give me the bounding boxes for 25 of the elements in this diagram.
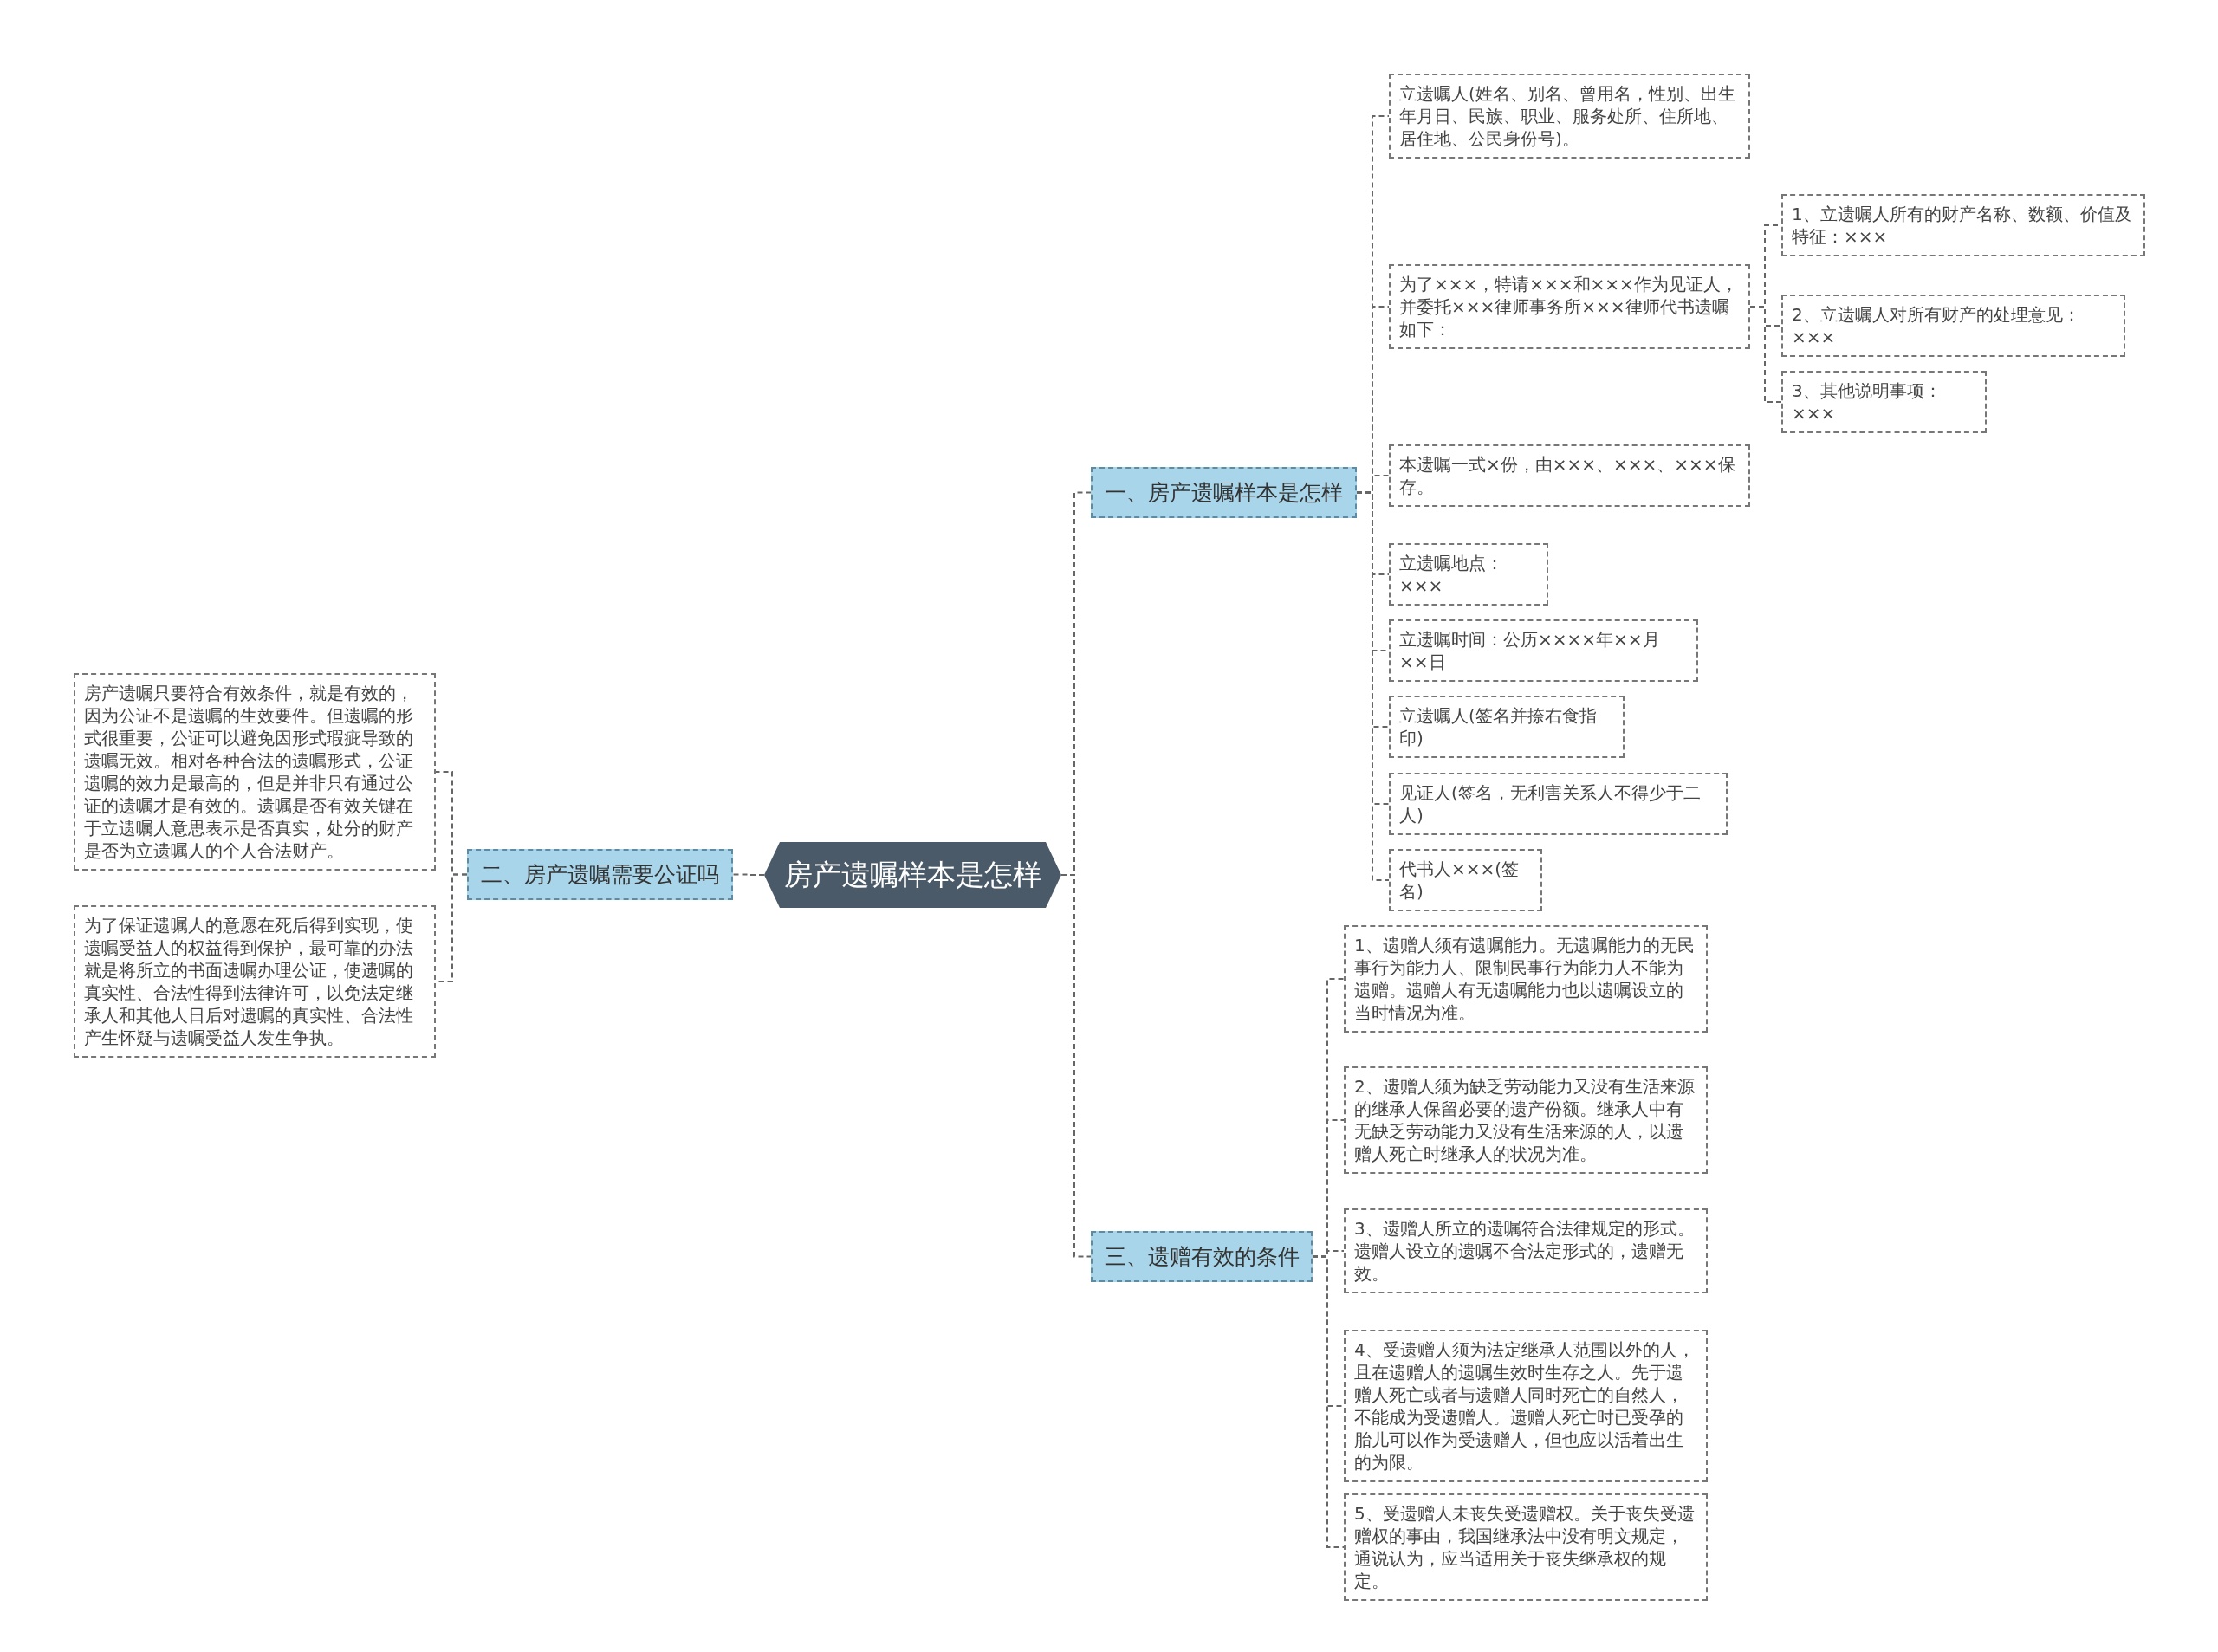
note-box: 立遗嘱人(姓名、别名、曾用名，性别、出生年月日、民族、职业、服务处所、住所地、居住地、公民身份号)。 [1389,74,1750,159]
branch-box: 二、房产遗嘱需要公证吗 [467,849,733,900]
note-box: 为了×××，特请×××和×××作为见证人，并委托×××律师事务所×××律师代书遗嘱如下： [1389,264,1750,349]
note-box: 4、受遗赠人须为法定继承人范围以外的人，且在遗赠人的遗嘱生效时生存之人。先于遗赠人死亡或者与遗赠人同时死亡的自然人，不能成为受遗赠人。遗赠人死亡时已受孕的胎儿可以作为受遗赠人，但也应以活着出生的为限。 [1344,1330,1708,1482]
note-box: 见证人(签名，无利害关系人不得少于二人) [1389,773,1728,835]
note-box: 3、其他说明事项：××× [1781,371,1987,433]
note-box: 3、遗赠人所立的遗嘱符合法律规定的形式。遗赠人设立的遗嘱不合法定形式的，遗赠无效。 [1344,1208,1708,1293]
branch-box: 一、房产遗嘱样本是怎样 [1091,467,1357,518]
note-box: 为了保证遗嘱人的意愿在死后得到实现，使遗嘱受益人的权益得到保护，最可靠的办法就是将所立的书面遗嘱办理公证，使遗嘱的真实性、合法性得到法律许可，以免法定继承人和其他人日后对遗嘱的真实性、合法性产生怀疑与遗嘱受益人发生争执。 [74,905,436,1058]
note-box: 本遗嘱一式×份，由×××、×××、×××保存。 [1389,444,1750,507]
branch-box: 三、遗赠有效的条件 [1091,1231,1313,1282]
note-box: 2、立遗嘱人对所有财产的处理意见：××× [1781,295,2125,357]
note-box: 立遗嘱时间：公历××××年××月××日 [1389,619,1698,682]
note-box: 立遗嘱地点：××× [1389,543,1548,606]
note-box: 代书人×××(签名) [1389,849,1542,911]
connector-line [1749,306,1782,403]
topic-box: 房产遗嘱样本是怎样 [764,842,1061,908]
note-box: 2、遗赠人须为缺乏劳动能力又没有生活来源的继承人保留必要的遗产份额。继承人中有无缺乏劳动能力又没有生活来源的人，以遗赠人死亡时继承人的状况为准。 [1344,1066,1708,1174]
connector-line [1312,1255,1345,1548]
note-box: 5、受遗赠人未丧失受遗赠权。关于丧失受遗赠权的事由，我国继承法中没有明文规定，通说认为，应当适用关于丧失继承权的规定。 [1344,1493,1708,1601]
connector-line [732,873,765,876]
note-box: 立遗嘱人(签名并捺右食指印) [1389,696,1625,758]
note-box: 1、立遗嘱人所有的财产名称、数额、价值及特征：××× [1781,194,2145,256]
note-box: 房产遗嘱只要符合有效条件，就是有效的，因为公证不是遗嘱的生效要件。但遗嘱的形式很重要，公证可以避免因形式瑕疵导致的遗嘱无效。相对各种合法的遗嘱形式，公证遗嘱的效力是最高的，但是并非只有通过公证的遗嘱才是有效的。遗嘱是否有效关键在于立遗嘱人意思表示是否真实，处分的财产是否为立遗嘱人的个人合法财产。 [74,673,436,871]
note-box: 1、遗赠人须有遗嘱能力。无遗嘱能力的无民事行为能力人、限制民事行为能力人不能为遗赠。遗赠人有无遗嘱能力也以遗嘱设立的当时情况为准。 [1344,925,1708,1033]
